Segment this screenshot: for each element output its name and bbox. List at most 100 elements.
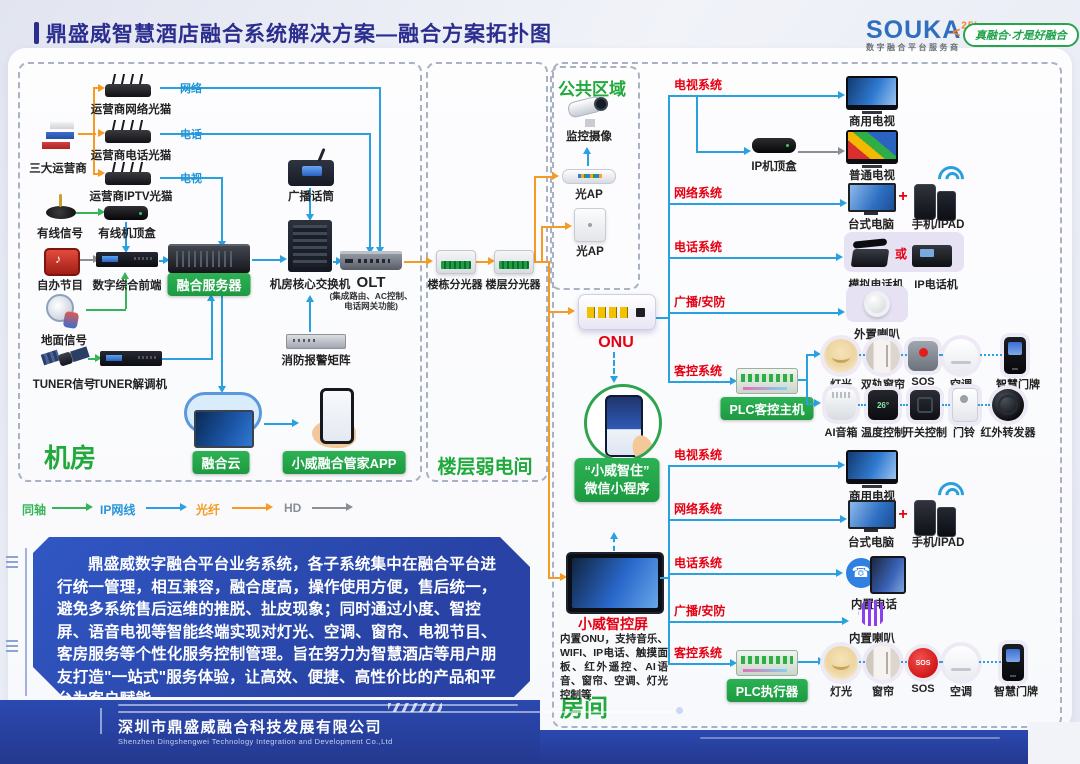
control-screen-icon [566, 552, 664, 614]
ac2-icon [944, 646, 978, 680]
decor-line [25, 548, 27, 696]
ai-speaker-label: AI音箱 [824, 427, 858, 439]
arrow [121, 268, 129, 279]
legend-line-hd [312, 507, 348, 509]
door-plate2-icon [1002, 644, 1024, 681]
optical-ap2-icon [574, 208, 606, 242]
connector [76, 212, 98, 214]
connector [252, 259, 282, 261]
plc-exec-tag: PLC执行器 [726, 679, 808, 702]
arrow [552, 172, 563, 180]
footer-decor-dot [676, 707, 683, 714]
footer-decor-line [700, 737, 1000, 739]
connector [534, 177, 536, 262]
arrow [744, 147, 755, 155]
operators-icon [40, 122, 74, 150]
arrow [336, 257, 347, 265]
ai-speaker-icon [826, 388, 856, 420]
connector [548, 577, 562, 579]
light-icon [824, 339, 858, 373]
connector [160, 177, 223, 179]
connector [211, 297, 213, 358]
footer-white-corner [1028, 722, 1080, 764]
arrow [376, 247, 384, 258]
business-tv-icon [846, 76, 898, 114]
arrow [122, 246, 130, 257]
connector [264, 423, 294, 425]
arrow [838, 308, 849, 316]
arrow [98, 129, 109, 137]
dual-curtain-label: 双轨窗帘 [861, 379, 905, 391]
iptv-modem-label: 运营商IPTV光猫 [89, 191, 173, 203]
footer-decor-tick [100, 708, 102, 734]
temp-ctrl-label: 温度控制 [861, 427, 905, 439]
ext-speaker-label: 外置喇叭 [854, 329, 900, 341]
floor-splitter-label: 楼层分光器 [485, 279, 541, 291]
tuner-demod-icon [100, 351, 162, 366]
fusion-server-tag: 融合服务器 [167, 273, 251, 296]
control-screen-label: 小威智控屏 [578, 616, 648, 632]
area-label-floor-room: 楼层弱电间 [437, 457, 533, 478]
floor-splitter-icon [494, 250, 534, 274]
switch-ctrl-icon [910, 390, 940, 420]
fire-matrix-icon [286, 334, 346, 349]
dotted-link [859, 661, 865, 663]
title-accent-bar [34, 22, 39, 44]
ip-phone-icon [908, 236, 952, 267]
connector [125, 222, 127, 246]
door-plate-label: 智慧门牌 [996, 379, 1040, 391]
link-label-telephone: 电话 [180, 129, 202, 141]
connector-dashed [613, 537, 615, 551]
arrow [838, 461, 849, 469]
connector [160, 133, 371, 135]
connector [668, 95, 840, 97]
arrow [818, 657, 829, 665]
connector [668, 257, 838, 259]
connector [93, 173, 98, 175]
arrow [366, 247, 374, 258]
connector [696, 151, 746, 153]
arrow [568, 307, 579, 315]
mobile2-label: 手机/IPAD [911, 537, 965, 549]
system-label-tv: 电视系统 [674, 78, 723, 92]
optical-ap2-label: 光AP [576, 246, 604, 258]
butler-app-tag: 小威融合管家APP [282, 451, 406, 474]
system-label-guest-ctrl: 客控系统 [674, 364, 723, 378]
arrow [610, 528, 618, 539]
connector [541, 226, 567, 228]
ir-repeater-label: 红外转发器 [980, 427, 1036, 439]
arrow [292, 419, 303, 427]
mobile-devices-icon [912, 160, 970, 221]
footer-band-right [540, 730, 1080, 764]
logo-slogan-badge: 真融合·才是好融合 [963, 23, 1079, 47]
legend-line-ip [146, 507, 182, 509]
arrow [306, 214, 314, 225]
arrow [98, 169, 109, 177]
connector [696, 95, 698, 152]
connector [668, 573, 838, 575]
dotted-link [901, 661, 907, 663]
arrow [840, 199, 851, 207]
connector [93, 88, 95, 174]
core-switch-icon [288, 220, 332, 272]
doorbell-icon [952, 388, 978, 422]
company-name-en: Shenzhen Dingshengwei Technology Integra… [118, 737, 393, 746]
olt-note: (集成路由、AC控制、电话网关功能) [329, 291, 413, 311]
desktop-pc-icon [848, 183, 896, 215]
system-label-telephone-2: 电话系统 [674, 556, 723, 570]
doorbell-label: 门铃 [953, 427, 975, 439]
connector [656, 317, 668, 319]
optical-ap1-icon [562, 169, 616, 184]
digital-frontend-icon [96, 252, 158, 267]
connector [548, 261, 550, 579]
tv-screen [848, 132, 896, 159]
decor-hash [6, 556, 18, 570]
connector [86, 309, 126, 311]
connector [125, 275, 127, 309]
arrow [730, 659, 741, 667]
logo-chevron: < [952, 24, 961, 40]
optical-ap1-label: 光AP [575, 189, 603, 201]
self-program-icon [44, 248, 80, 276]
connector [379, 87, 381, 247]
control-screen-desc: 内置ONU，支持音乐、WIFI、IP电话、触摸面板、红外遥控、AI语音、窗帘、空… [560, 633, 668, 701]
